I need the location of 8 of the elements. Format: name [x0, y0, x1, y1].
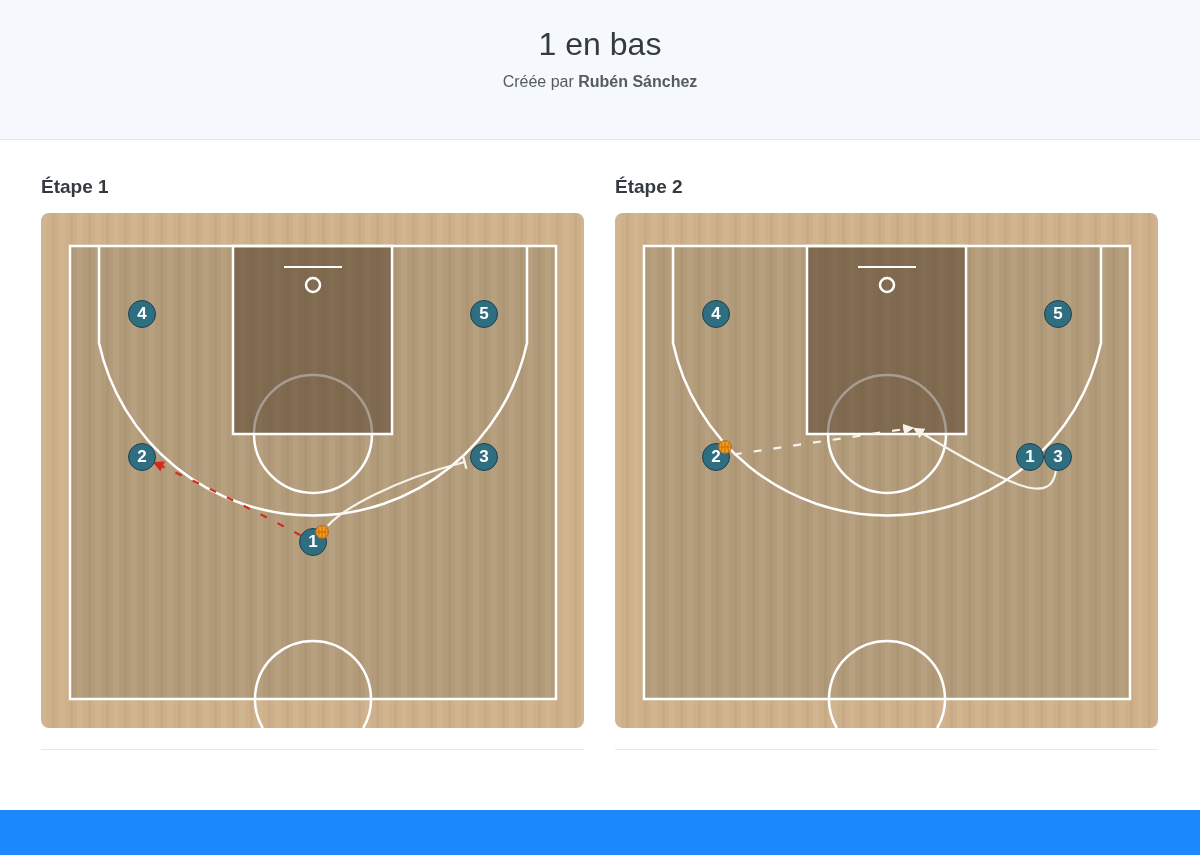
diagram-title: 1 en bas — [538, 25, 662, 63]
step-title: Étape 2 — [615, 176, 683, 198]
pass-arrow — [152, 461, 302, 537]
cut-arrow — [913, 427, 1057, 490]
step-title: Étape 1 — [41, 176, 109, 198]
screen-line — [327, 454, 468, 527]
author-credit: Créée par Rubén Sánchez — [502, 72, 698, 92]
pass-arrow — [733, 423, 915, 456]
